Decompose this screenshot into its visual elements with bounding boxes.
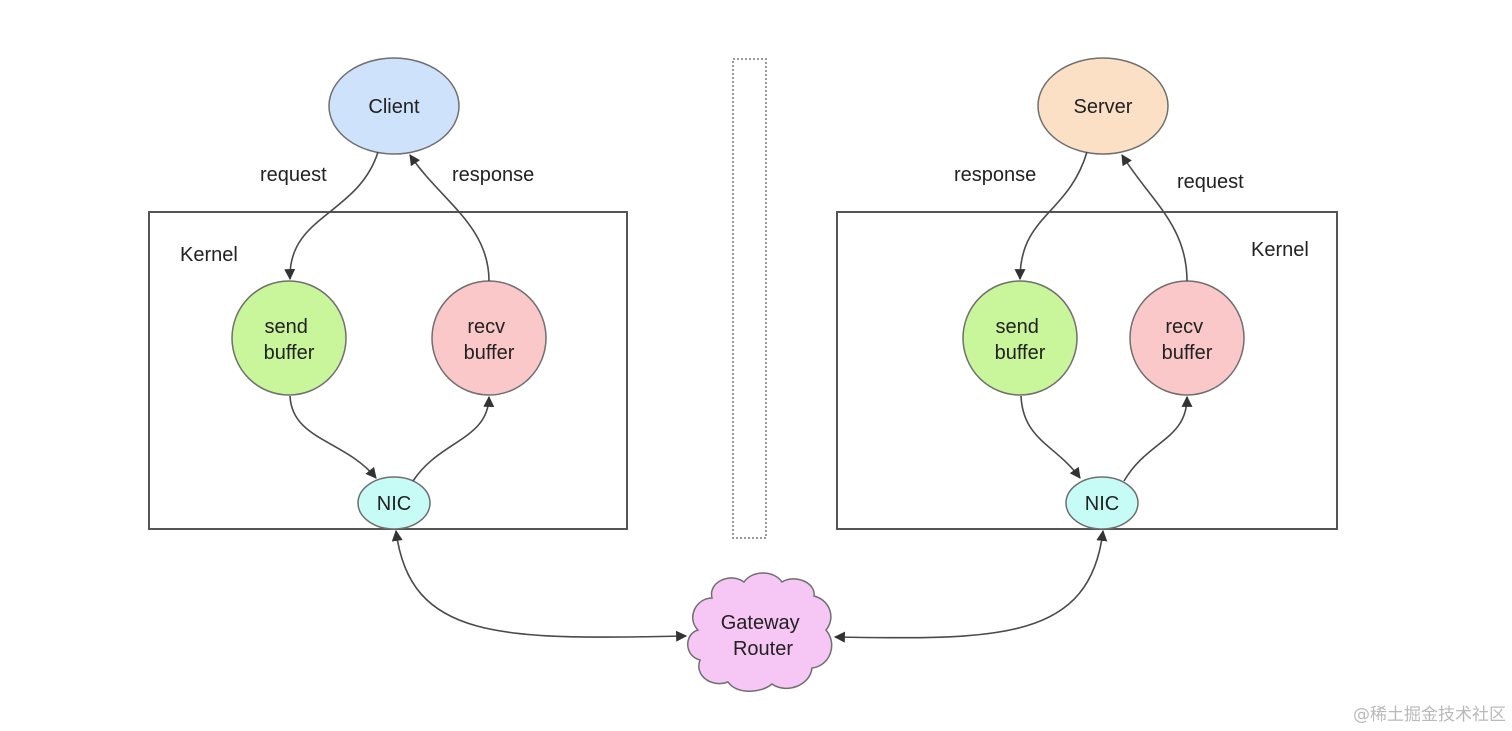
right-response-label: response — [954, 164, 1036, 186]
right-recv-buffer-label: recv buffer — [1162, 316, 1213, 364]
server-node — [1037, 57, 1169, 155]
right-send-buffer-node — [962, 280, 1078, 396]
right-recv-buffer-node — [1129, 280, 1245, 396]
right-request-label: request — [1177, 171, 1244, 193]
left-send-buffer-label: send buffer — [264, 316, 315, 364]
left-send-buffer-line2: buffer — [264, 342, 315, 364]
left-recv-buffer-label: recv buffer — [464, 316, 515, 364]
right-request-edge — [1121, 154, 1188, 282]
left-response-label: response — [452, 164, 534, 186]
right-send-buffer-label: send buffer — [995, 316, 1046, 364]
left-request-label: request — [260, 164, 327, 186]
left-recv-buffer-line2: buffer — [464, 342, 515, 364]
left-nic-to-recv-edge — [412, 395, 495, 482]
left-recv-buffer-line1: recv — [467, 316, 505, 338]
left-send-to-nic-edge — [289, 395, 377, 479]
left-nic-label: NIC — [377, 493, 411, 515]
client-label: Client — [368, 96, 420, 118]
left-send-buffer-node — [231, 280, 347, 396]
left-request-edge — [284, 151, 379, 281]
right-recv-buffer-line1: recv — [1165, 316, 1203, 338]
left-send-buffer-line1: send — [265, 316, 308, 338]
right-recv-buffer-line2: buffer — [1162, 342, 1213, 364]
right-kernel-label: Kernel — [1251, 239, 1309, 261]
gateway-router-label: Gateway Router — [721, 612, 806, 660]
watermark: @稀土掘金技术社区 — [1353, 705, 1506, 725]
right-nic-gateway-link — [833, 529, 1108, 643]
right-send-to-nic-edge — [1020, 395, 1081, 479]
server-label: Server — [1074, 96, 1133, 118]
left-response-edge — [409, 154, 490, 282]
right-nic-node — [1065, 476, 1139, 530]
right-nic-label: NIC — [1085, 493, 1119, 515]
right-response-edge — [1014, 151, 1088, 281]
right-send-buffer-line1: send — [996, 316, 1039, 338]
client-node — [328, 57, 460, 155]
gateway-router-cloud — [687, 572, 833, 692]
gateway-label-line2: Router — [733, 638, 793, 660]
right-send-buffer-line2: buffer — [995, 342, 1046, 364]
host-separator — [732, 58, 767, 539]
left-kernel-label: Kernel — [180, 244, 238, 266]
gateway-label-line1: Gateway — [721, 612, 800, 634]
left-recv-buffer-node — [431, 280, 547, 396]
left-nic-gateway-link — [391, 529, 688, 642]
right-nic-to-recv-edge — [1123, 395, 1193, 482]
left-nic-node — [357, 476, 431, 530]
right-kernel-box — [836, 211, 1338, 530]
